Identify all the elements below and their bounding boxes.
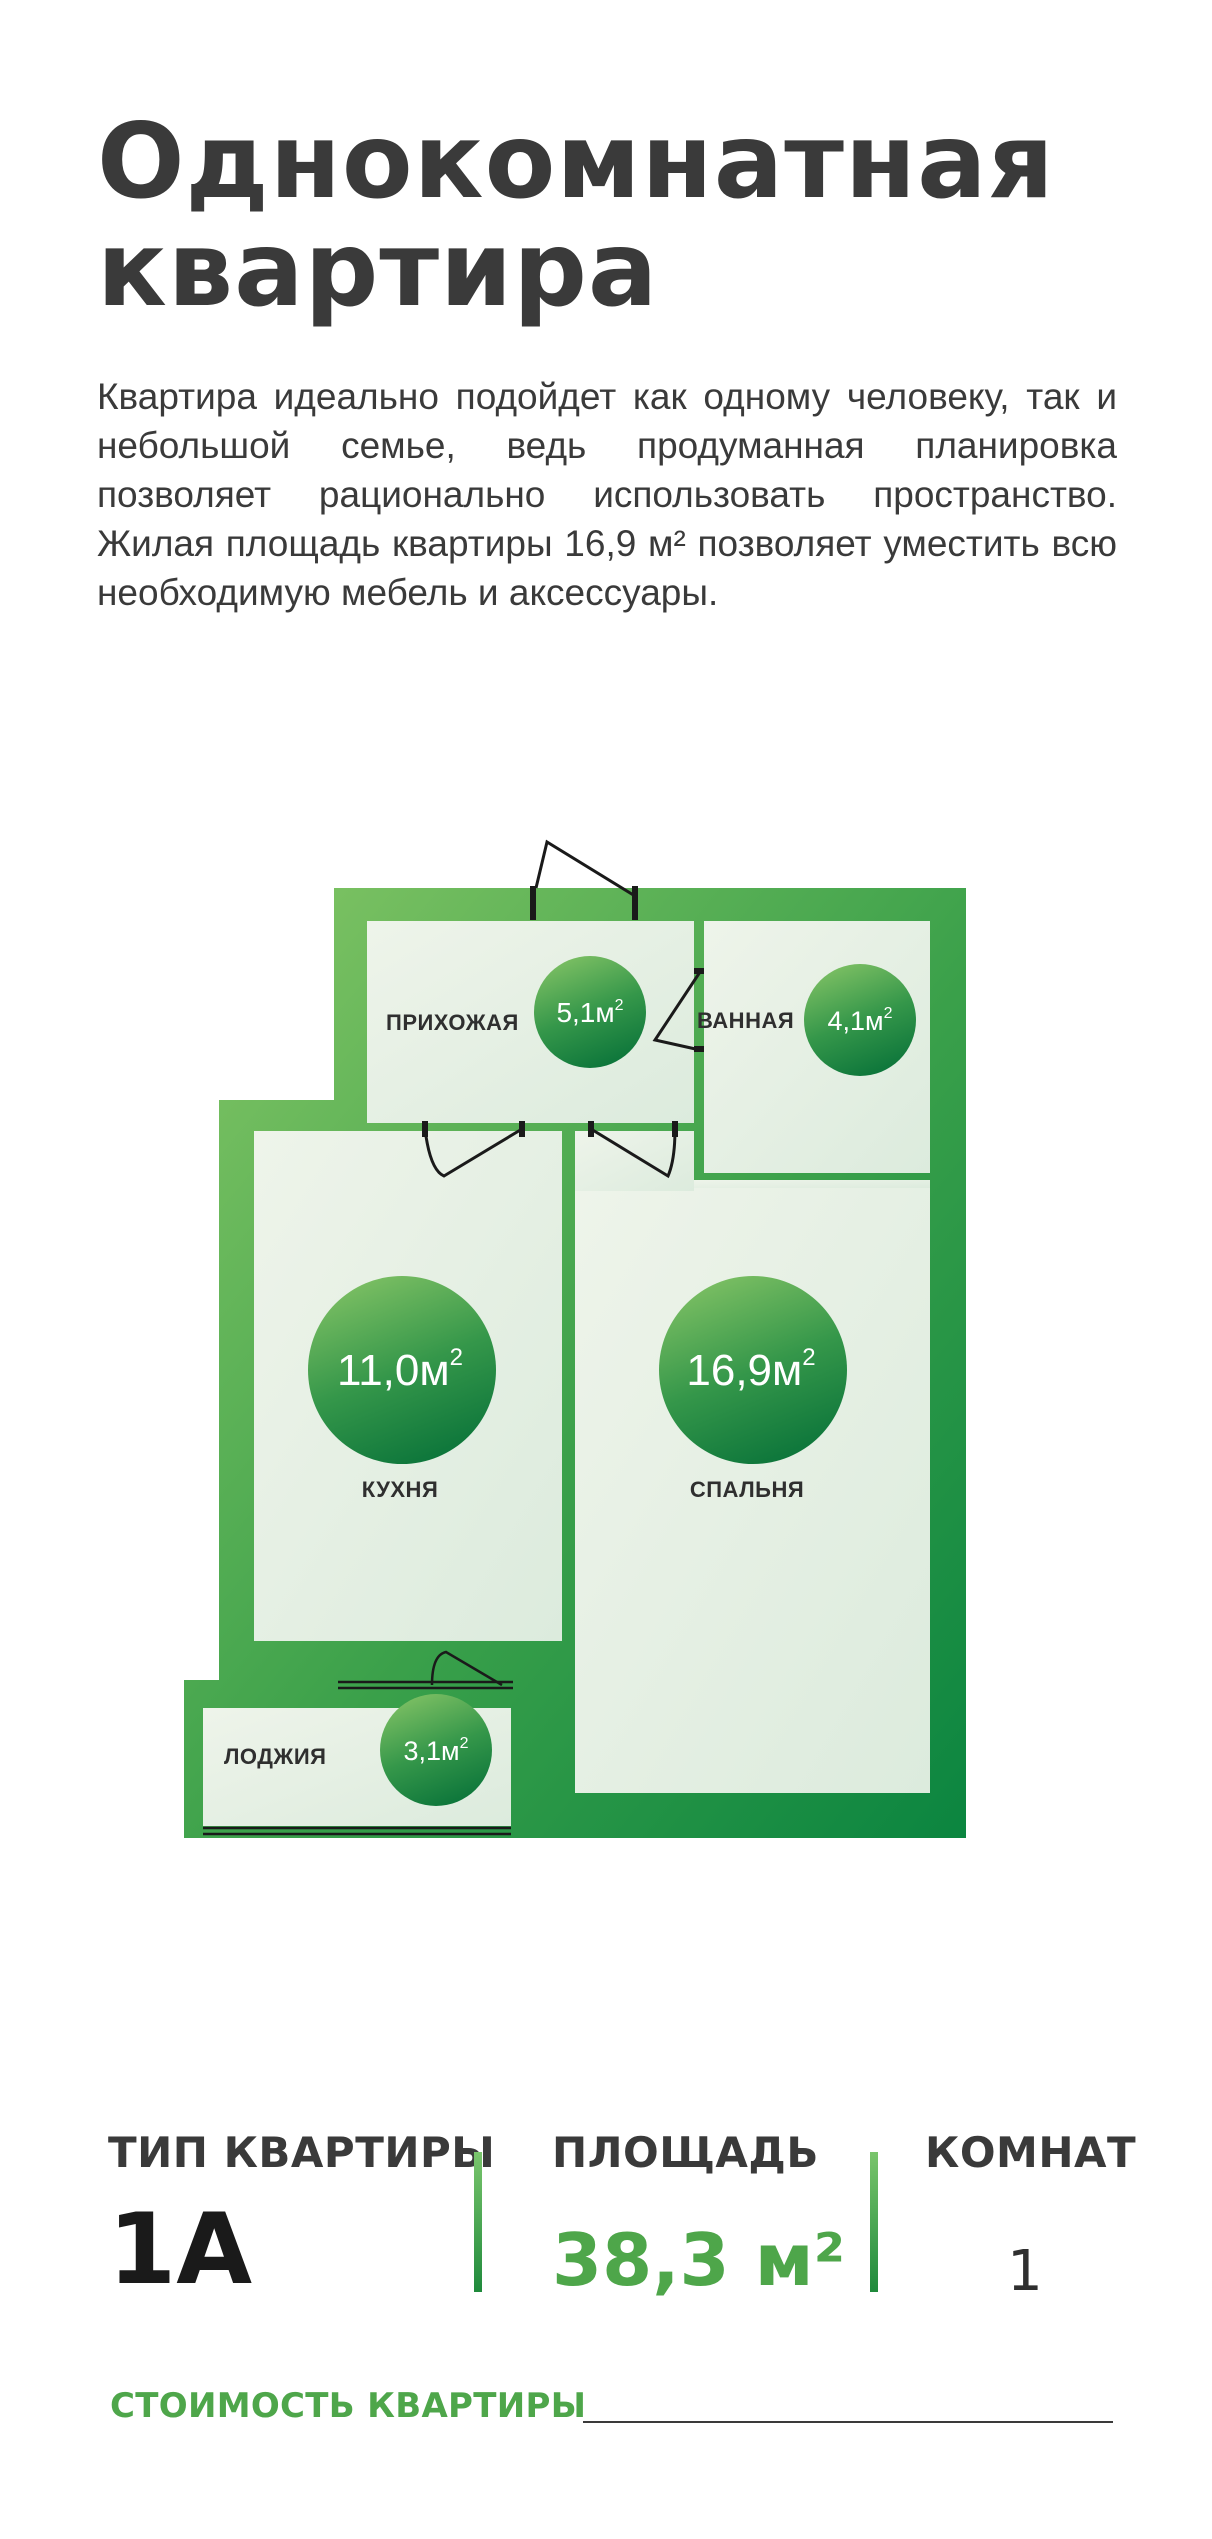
loggia-area-circle: 3,1м2 xyxy=(380,1694,492,1806)
separator-2 xyxy=(870,2152,878,2292)
kitchen-label: КУХНЯ xyxy=(362,1477,439,1502)
rooms-count-value: 1 xyxy=(1007,2239,1043,2304)
loggia-window xyxy=(203,1826,511,1836)
bedroom-area-circle: 16,9м2 xyxy=(659,1276,847,1464)
kitchen-area-value: 11,0 xyxy=(337,1346,419,1395)
floor-plan: 5,1м2 4,1м2 11,0м2 16,9м2 3,1м2 ПРИХОЖАЯ… xyxy=(184,839,966,1838)
apartment-type-value: 1А xyxy=(108,2193,253,2307)
apartment-cost-label: СТОИМОСТЬ КВАРТИРЫ xyxy=(110,2386,587,2426)
rooms-count-block: КОМНАТ 1 xyxy=(925,2128,1137,2308)
hallway-area-value: 5,1 xyxy=(556,997,595,1028)
hallway-label: ПРИХОЖАЯ xyxy=(386,1010,519,1035)
kitchen-area-circle: 11,0м2 xyxy=(308,1276,496,1464)
loggia-area-value: 3,1 xyxy=(403,1736,441,1766)
bedroom-floor-upper-2 xyxy=(694,1180,930,1188)
svg-text:16,9м2: 16,9м2 xyxy=(686,1344,815,1395)
apartment-type-label: ТИП КВАРТИРЫ xyxy=(108,2128,496,2177)
apartment-area-block: ПЛОЩАДЬ 38,3 м² xyxy=(552,2128,852,2308)
bedroom-area-value: 16,9 xyxy=(686,1346,772,1395)
bedroom-door xyxy=(588,1121,678,1179)
svg-text:5,1м2: 5,1м2 xyxy=(556,997,623,1028)
svg-text:4,1м2: 4,1м2 xyxy=(827,1005,892,1036)
title-line-1: Однокомнатная xyxy=(97,102,1055,222)
kitchen-door xyxy=(422,1121,525,1178)
bathroom-area-circle: 4,1м2 xyxy=(804,964,916,1076)
loggia-label: ЛОДЖИЯ xyxy=(224,1744,326,1769)
rooms-count-label: КОМНАТ xyxy=(925,2128,1137,2177)
bathroom-area-value: 4,1 xyxy=(827,1006,865,1036)
svg-text:11,0м2: 11,0м2 xyxy=(337,1344,463,1395)
hallway-area-circle: 5,1м2 xyxy=(534,956,646,1068)
bathroom-door xyxy=(652,968,704,1052)
apartment-area-label: ПЛОЩАДЬ xyxy=(552,2128,819,2177)
apartment-area-value: 38,3 м² xyxy=(552,2218,846,2302)
page-title: Однокомнатная квартира xyxy=(97,108,1157,324)
entrance-door xyxy=(530,839,638,920)
title-line-2: квартира xyxy=(97,210,659,330)
separator-1 xyxy=(474,2152,482,2292)
loggia-door xyxy=(338,1650,513,1690)
bedroom-label: СПАЛЬНЯ xyxy=(690,1477,804,1502)
apartment-description: Квартира идеально подойдет как одному че… xyxy=(97,376,1117,613)
svg-text:3,1м2: 3,1м2 xyxy=(403,1735,468,1766)
apartment-type-block: ТИП КВАРТИРЫ 1А xyxy=(108,2128,496,2308)
bathroom-label: ВАННАЯ xyxy=(697,1008,794,1033)
apartment-cost-line[interactable] xyxy=(583,2421,1113,2423)
